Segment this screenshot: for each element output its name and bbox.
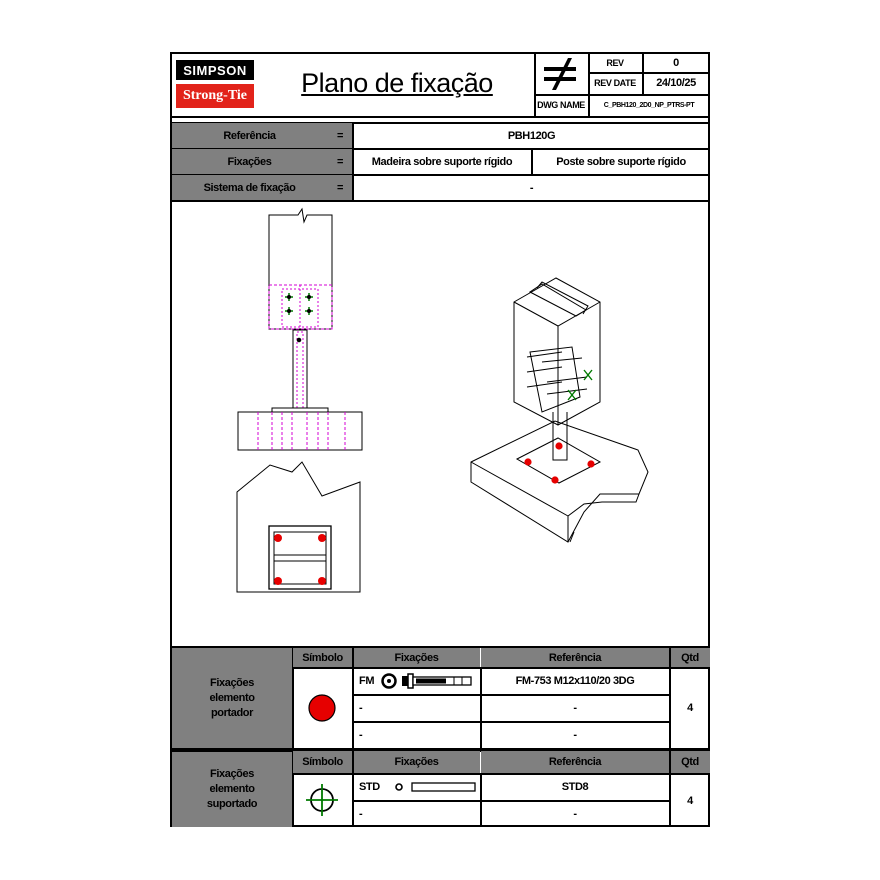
drawing-area: [236, 207, 649, 593]
rev-date-label: REV DATE: [594, 78, 636, 88]
elevation-view: [237, 207, 363, 451]
supported-qty-header: Qtd: [670, 751, 710, 773]
carrier-group-label: Fixações elemento portador: [172, 648, 292, 748]
carrier-row2-code: -: [359, 702, 363, 714]
carrier-row1-reference: FM-753 M12x110/20 3DG: [515, 675, 635, 687]
plan-view: [236, 461, 361, 593]
logo-top: SIMPSON: [176, 60, 254, 80]
anchor-bolt-icon: [380, 672, 476, 690]
drawing-sheet: SIMPSON Strong-Tie Plano de fixação DWG …: [170, 52, 710, 827]
supported-row1-reference: STD8: [561, 781, 589, 793]
carrier-row3-code: -: [359, 729, 363, 741]
system-eq: =: [327, 175, 353, 200]
iso-screw-markers: [567, 369, 593, 401]
fixings-value-left: Madeira sobre suporte rígido: [371, 155, 513, 168]
supported-fixings-header: Fixações: [353, 751, 480, 773]
carrier-fixings-header: Fixações: [353, 648, 480, 668]
carrier-symbol-icon: [293, 668, 352, 748]
fixings-eq: =: [327, 149, 353, 174]
brand-logo: SIMPSON Strong-Tie: [176, 60, 254, 108]
reference-value: PBH120G: [507, 129, 556, 142]
carrier-symbol-header: Símbolo: [293, 648, 352, 668]
iso-anchor-markers: [524, 442, 595, 484]
carrier-row3-reference: -: [573, 729, 577, 741]
supported-row1-code: STD: [359, 781, 380, 793]
reference-eq: =: [327, 123, 353, 148]
dwg-name-label: DWG NAME: [537, 100, 585, 110]
supported-reference-header: Referência: [481, 751, 669, 773]
dowel-icon: [394, 780, 478, 794]
system-value: -: [529, 181, 534, 194]
logo-bottom: Strong-Tie: [176, 84, 254, 108]
supported-row2-code: -: [359, 808, 363, 820]
carrier-reference-header: Referência: [481, 648, 669, 668]
rev-label: REV: [606, 58, 624, 68]
carrier-qty-value: 4: [687, 702, 693, 714]
carrier-qty-header: Qtd: [670, 648, 710, 668]
fixings-label: Fixações: [172, 149, 327, 174]
system-label: Sistema de fixação: [172, 175, 327, 200]
not-equal-icon: [534, 54, 588, 94]
carrier-row1-code: FM: [359, 675, 375, 687]
anchor-markers: [274, 534, 326, 585]
dwg-name-value: C_PBH120_2D0_NP_PTRS-PT: [603, 101, 695, 109]
rev-date-value: 24/10/25: [656, 77, 696, 89]
supported-symbol-header: Símbolo: [293, 751, 352, 773]
rev-value: 0: [673, 57, 679, 69]
supported-group-label: Fixações elemento suportado: [172, 751, 292, 827]
isometric-view: [470, 277, 649, 543]
fixings-value-right: Poste sobre suporte rígido: [556, 155, 686, 168]
reference-label: Referência: [172, 123, 327, 148]
supported-qty-value: 4: [687, 794, 693, 807]
page-title: Plano de fixação: [301, 67, 493, 98]
supported-symbol-icon: [293, 774, 352, 827]
carrier-row2-reference: -: [573, 702, 577, 714]
screw-markers: [285, 293, 313, 315]
supported-row2-reference: -: [573, 808, 577, 820]
